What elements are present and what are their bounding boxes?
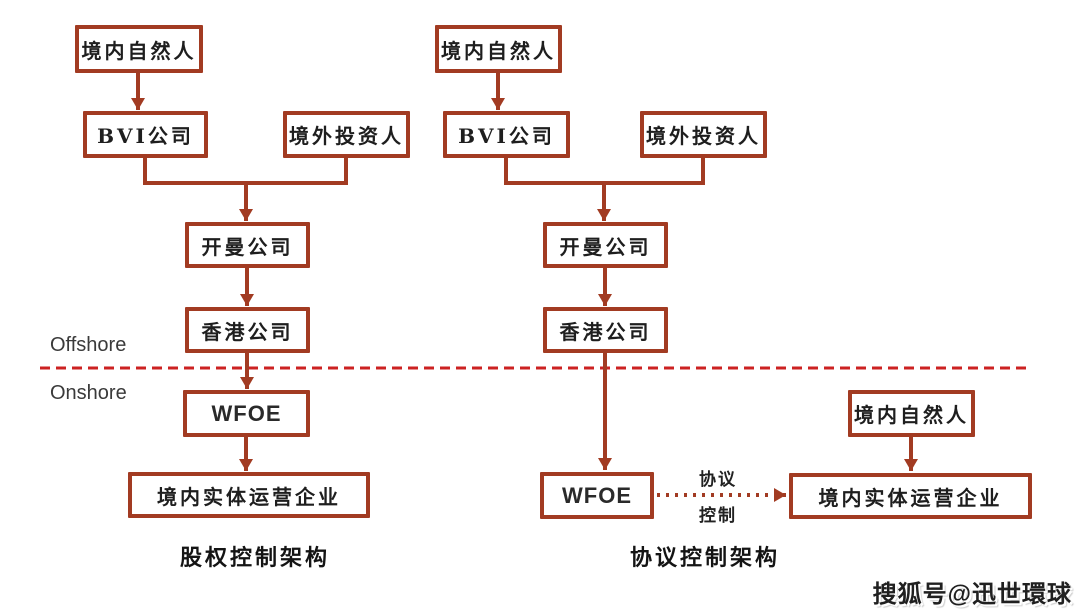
caption-equity-control-structure: 股权控制架构 xyxy=(179,545,330,571)
node-right-domestic-operating-entity: 境内实体运营企业 xyxy=(789,473,1032,519)
node-left-wfoe: WFOE xyxy=(183,390,310,437)
node-right-wfoe: WFOE xyxy=(540,472,654,519)
node-right-foreign-investor: 境外投资人 xyxy=(640,111,767,158)
node-right-bvi-company: BVI公司 xyxy=(443,111,570,158)
offshore-label: Offshore xyxy=(50,334,127,356)
node-left-hongkong-company: 香港公司 xyxy=(185,307,310,353)
node-right-domestic-person-2: 境内自然人 xyxy=(848,390,975,437)
node-left-cayman-company: 开曼公司 xyxy=(185,222,310,268)
right-merge-connector xyxy=(504,158,705,185)
sohu-watermark: 搜狐号@迅世環球 xyxy=(872,581,1072,608)
node-left-domestic-person: 境内自然人 xyxy=(75,25,203,73)
node-right-domestic-person: 境内自然人 xyxy=(435,25,562,73)
node-right-hongkong-company: 香港公司 xyxy=(543,307,668,353)
vie-arrow-label-bottom: 控制 xyxy=(699,506,737,526)
onshore-label: Onshore xyxy=(50,382,127,404)
node-left-bvi-company: BVI公司 xyxy=(83,111,208,158)
node-left-domestic-operating-entity: 境内实体运营企业 xyxy=(128,472,370,518)
left-merge-connector xyxy=(143,158,348,185)
node-right-cayman-company: 开曼公司 xyxy=(543,222,668,268)
node-left-foreign-investor: 境外投资人 xyxy=(283,111,410,158)
caption-protocol-control-structure: 协议控制架构 xyxy=(629,545,780,571)
vie-arrow-label-top: 协议 xyxy=(699,470,737,490)
